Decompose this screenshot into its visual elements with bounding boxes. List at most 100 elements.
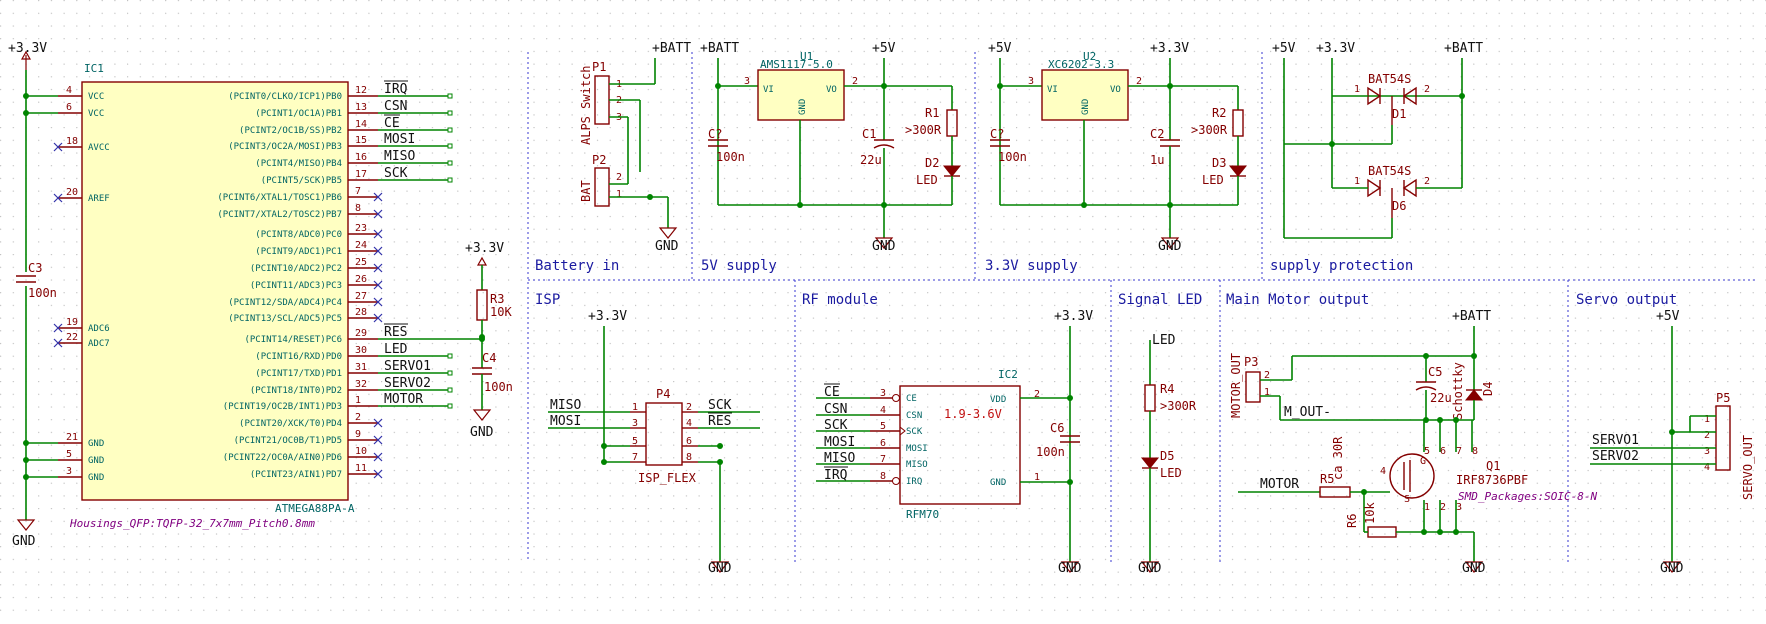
q1-source-label: S <box>1404 494 1410 505</box>
mcu-left-pin-num: 20 <box>66 187 78 198</box>
rf-pin-num: 8 <box>880 471 886 482</box>
mcu-right-pin-name: (PCINT22/OC0A/AIN0)PD6 <box>223 453 342 463</box>
mcu-ic1: IC1 ATMEGA88PA-A Housings_QFP:TQFP-32_7x… <box>53 62 485 530</box>
isp-net-sck: SCK <box>708 398 732 413</box>
u2-ref: U2 <box>1083 50 1096 63</box>
u2-pin-gnd: GND <box>1081 99 1091 115</box>
d5-led <box>1140 457 1160 469</box>
rf-pin-num: 3 <box>880 388 886 399</box>
u1-pin-in-num: 3 <box>744 76 750 87</box>
p2-pin-1: 1 <box>616 189 622 200</box>
rf-net-csn: CSN <box>824 402 847 417</box>
q1-pin-4: 4 <box>1380 466 1386 477</box>
power-label-3v3-mcu: +3.3V <box>8 41 47 56</box>
q1-pin-2: 2 <box>1440 502 1446 513</box>
c2-ref: C2 <box>1150 127 1164 141</box>
gnd-symbol-mcu <box>16 519 36 531</box>
mcu-left-pin-name: ADC7 <box>88 339 110 349</box>
mcu-right-pin-num: 25 <box>355 257 367 268</box>
gnd-label-led: GND <box>1138 561 1162 576</box>
mcu-right-pin-num: 12 <box>355 85 367 96</box>
r2-value: >300R <box>1191 123 1228 137</box>
r4-value: >300R <box>1160 399 1197 413</box>
mcu-right-pin-num: 17 <box>355 169 367 180</box>
mcu-right-pin-num: 8 <box>355 203 361 214</box>
power-label-batt-motor: +BATT <box>1452 309 1491 324</box>
rf-pin-num: 7 <box>880 454 886 465</box>
rf-pin-name: CE <box>906 394 917 404</box>
mcu-net-miso: MISO <box>384 149 415 164</box>
mcu-right-pin-num: 23 <box>355 223 367 234</box>
mcu-right-pin-name: (PCINT6/XTAL1/TOSC1)PB6 <box>217 193 342 203</box>
servo-section: +5V P5 SERVO_OUT 1 2 3 4 SERVO1 SERVO2 G… <box>1590 309 1755 576</box>
r3-value: 10K <box>490 305 512 319</box>
signal-led-section: LED R4 >300R D5 LED GND <box>1138 333 1197 576</box>
section-title-isp: ISP <box>535 292 560 308</box>
protection-section: +5V +3.3V +BATT BAT54S D1 1 2 BAT54S D6 … <box>1272 41 1483 239</box>
p1-ref: P1 <box>592 60 606 74</box>
u2-regulator <box>1041 69 1129 121</box>
p1-value: ALPS Switch <box>579 66 593 145</box>
c3-capacitor: C3 100n <box>16 261 57 300</box>
c1-ref: C1 <box>862 127 876 141</box>
section-title-motor: Main Motor output <box>1226 292 1369 308</box>
r6-ref: R6 <box>1345 514 1359 528</box>
mcu-right-pin-num: 13 <box>355 102 367 113</box>
gnd-label-servo: GND <box>1660 561 1684 576</box>
c6-value: 100n <box>1036 445 1065 459</box>
rf-net-ce: CE <box>824 385 840 400</box>
p5-value: SERVO_OUT <box>1741 435 1755 500</box>
u1-regulator <box>757 69 845 121</box>
power-label-3v3-isp: +3.3V <box>588 309 627 324</box>
rf-ref: IC2 <box>998 368 1018 381</box>
section-title-3v3: 3.3V supply <box>985 258 1078 274</box>
mcu-right-pin-name: (PCINT12/SDA/ADC4)PC4 <box>228 298 342 308</box>
c6-ref: C6 <box>1050 421 1064 435</box>
q1-ref: Q1 <box>1486 459 1500 473</box>
isp-left-pin-num: 5 <box>632 436 638 447</box>
power-label-5v-u2: +5V <box>988 41 1012 56</box>
p4-value: ISP_FLEX <box>638 471 697 485</box>
p5-servo-connector <box>1715 405 1731 471</box>
q1-pin-8: 8 <box>1472 446 1478 457</box>
p5-pin-1: 1 <box>1704 414 1710 425</box>
rf-pin-num: 5 <box>880 421 886 432</box>
c4-value: 100n <box>484 380 513 394</box>
mcu-right-pin-name: (PCINT23/AIN1)PD7 <box>250 470 342 480</box>
d1-pin-1: 1 <box>1354 84 1360 95</box>
q1-pin-3: 3 <box>1456 502 1462 513</box>
d3-value: LED <box>1202 173 1224 187</box>
power-label-3v3-rf: +3.3V <box>1054 309 1093 324</box>
d5-ref: D5 <box>1160 449 1174 463</box>
mcu-right-pin-name: (PCINT14/RESET)PC6 <box>244 335 342 345</box>
supply-3v3-section: +5V U2 XC6202-3.3 VI VO GND 3 2 +3.3V C?… <box>988 41 1248 254</box>
mcu-net-ce: CE <box>384 116 400 131</box>
mcu-right-pin-name: (PCINT2/OC1B/SS)PB2 <box>239 126 342 136</box>
section-title-signal-led: Signal LED <box>1118 292 1202 308</box>
q1-pin-7: 7 <box>1456 446 1462 457</box>
d3-ref: D3 <box>1212 156 1226 170</box>
power-label-batt-prot: +BATT <box>1444 41 1483 56</box>
p2-ref: P2 <box>592 153 606 167</box>
mcu-right-pin-name: (PCINT20/XCK/T0)PD4 <box>239 419 342 429</box>
mcu-right-pin-num: 14 <box>355 119 367 130</box>
r1-value: >300R <box>905 123 942 137</box>
c2-value: 1u <box>1150 153 1164 167</box>
u2-value: XC6202-3.3 <box>1048 58 1114 71</box>
d4-ref: D4 <box>1481 382 1495 396</box>
isp-right-pin-num: 6 <box>686 436 692 447</box>
rf-gnd-name: GND <box>990 478 1006 488</box>
p2-pin-2: 2 <box>616 172 622 183</box>
mcu-net-res: RES <box>384 325 407 340</box>
section-separators <box>527 52 1756 562</box>
mcu-right-pin-num: 29 <box>355 328 367 339</box>
isp-left-pin-num: 1 <box>632 402 638 413</box>
p4-ref: P4 <box>656 387 670 401</box>
rf-net-irq: IRQ <box>824 468 848 483</box>
rf-pin-name: MOSI <box>906 444 928 454</box>
power-label-batt-1: +BATT <box>652 41 691 56</box>
mcu-net-led: LED <box>384 342 408 357</box>
